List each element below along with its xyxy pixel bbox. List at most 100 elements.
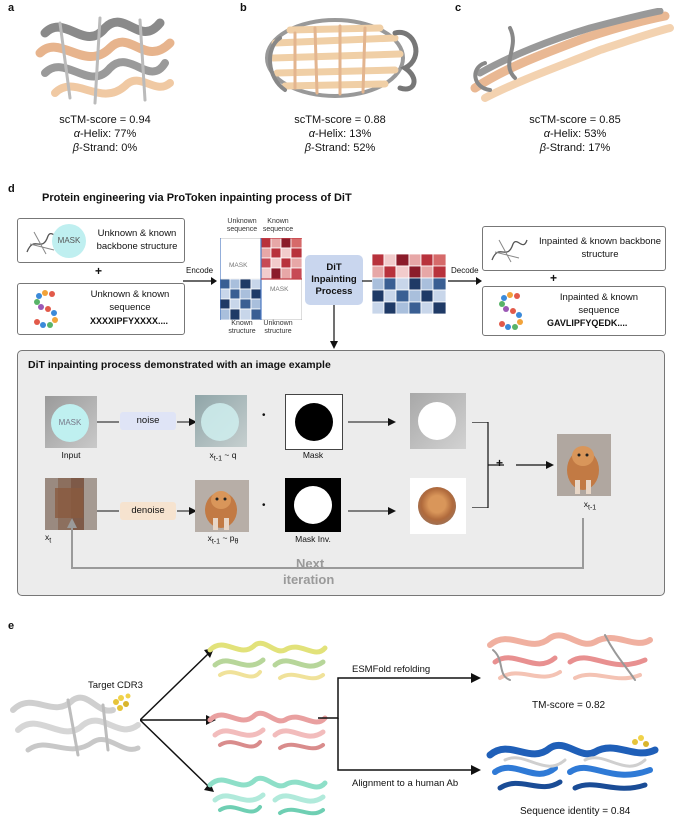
- unknown-sequence-label: Unknown sequence: [226, 218, 258, 233]
- alpha-symbol: α: [73, 128, 81, 140]
- alignment-label: Alignment to a human Ab: [352, 778, 459, 789]
- plus-sign-right: +: [550, 271, 558, 285]
- refolded-structure: [487, 632, 653, 681]
- arrow-row2-icon: [348, 507, 396, 515]
- panel-a-helix: α-Helix: 77%: [45, 127, 165, 141]
- panel-c-strand-text: -Strand: 17%: [546, 142, 611, 154]
- xt-symbol: x: [45, 532, 50, 542]
- white-hole: [418, 402, 456, 440]
- xp-subscript: t-1: [211, 537, 221, 546]
- xp-caption: xt-1 ~ pθ: [188, 533, 258, 546]
- sequence-swirl-icon: [34, 290, 58, 328]
- panel-b-strand-text: -Strand: 52%: [311, 142, 376, 154]
- tm-score-label: TM-score = 0.82: [532, 700, 606, 711]
- panel-b-helix-text: -Helix: 13%: [315, 128, 372, 140]
- denoise-arrows: [97, 507, 197, 515]
- dit-down-arrow-icon: [330, 305, 338, 349]
- panel-b-label: b: [240, 2, 247, 14]
- noise-step: noise: [120, 412, 176, 430]
- output-sequence-text: Inpainted & known sequence: [559, 292, 639, 316]
- input-structure-box: MASK Unknown & known backbone structure: [17, 218, 185, 263]
- dog-image: [195, 480, 249, 532]
- plus-combine: +: [496, 456, 504, 470]
- xq-tail: ~ q: [222, 450, 237, 460]
- panel-c-label: c: [455, 2, 462, 14]
- branch-arrows: [318, 673, 481, 775]
- input-caption: Input: [61, 450, 81, 460]
- panel-a-score: scTM-score = 0.94: [59, 114, 151, 126]
- panel-a-helix-text: -Helix: 77%: [80, 128, 137, 140]
- encode-label: Encode: [186, 266, 214, 275]
- unknown-structure-label: Unknown structure: [263, 320, 293, 335]
- panel-a-strand: β-Strand: 0%: [45, 141, 165, 155]
- known-structure-label: Known structure: [228, 320, 256, 335]
- mask-white-circle: [294, 486, 332, 524]
- decode-label: Decode: [451, 266, 479, 275]
- input-image: MASK: [45, 396, 97, 448]
- denoise-step: denoise: [120, 502, 176, 520]
- aligned-antibody-structure: [486, 735, 659, 791]
- antibody-target-structure: [10, 693, 141, 757]
- arrow-row1-icon: [348, 418, 396, 426]
- panel-d-title: Protein engineering via ProToken inpaint…: [42, 192, 352, 204]
- out-x-subscript: t-1: [587, 503, 597, 512]
- next-iteration-loop: [67, 518, 584, 569]
- mask-circle: MASK: [52, 224, 86, 258]
- design-structure-teal: [207, 775, 328, 816]
- panel-e-label: e: [8, 620, 15, 632]
- mask-image: [285, 394, 343, 450]
- panel-b-strand: β-Strand: 52%: [280, 141, 400, 155]
- noisy-mask-circle: [201, 403, 239, 441]
- input-structure-text: Unknown & known backbone structure: [96, 228, 178, 252]
- out-x-symbol: x: [583, 499, 588, 509]
- xt-subscript: t: [49, 536, 52, 545]
- output-x-caption: xt-1: [570, 499, 610, 512]
- input-mask-circle: MASK: [51, 404, 89, 442]
- xq-caption: xt-1 ~ q: [188, 450, 258, 463]
- panel-c-stats: scTM-score = 0.85 α-Helix: 53% β-Strand:…: [515, 113, 635, 155]
- esmfold-label: ESMFold refolding: [352, 664, 431, 675]
- dit-process-box: DiT Inpainting Process: [305, 255, 363, 305]
- noisy-image: [195, 395, 247, 447]
- dit-side-arrows: [362, 280, 372, 282]
- panel-a-strand-text: -Strand: 0%: [79, 142, 138, 154]
- plus-sign-left: +: [95, 264, 103, 278]
- xt-blob: [55, 488, 83, 518]
- panel-b-score: scTM-score = 0.88: [294, 114, 386, 126]
- output-structure-box: Inpainted & known backbone structure: [482, 226, 666, 271]
- mask-token-upper: MASK: [229, 262, 248, 269]
- noisy-xt-image: [45, 478, 97, 530]
- fan-out-arrows: [140, 648, 216, 792]
- alpha-symbol: α: [543, 128, 551, 140]
- beta-symbol: β: [304, 142, 312, 154]
- xp-symbol: x: [207, 533, 212, 543]
- mask-token-lower: MASK: [270, 286, 289, 293]
- beta-symbol: β: [72, 142, 80, 154]
- mask-inv-caption: Mask Inv.: [295, 534, 331, 544]
- output-token-grid: [372, 254, 446, 314]
- dog-circle-image: [410, 478, 466, 534]
- input-token-grid: [220, 238, 302, 320]
- image-example-title: DiT inpainting process demonstrated with…: [28, 359, 331, 371]
- dog-circle: [418, 487, 456, 525]
- mask-black-circle: [295, 403, 333, 441]
- xt-caption: xt: [45, 532, 75, 545]
- noise-arrows: [97, 418, 197, 426]
- design-structure-yellow: [207, 640, 328, 681]
- input-sequence-text: Unknown & known sequence: [90, 289, 170, 313]
- backbone-sketch-icon: [491, 239, 528, 263]
- decode-arrow-icon: [448, 277, 482, 285]
- combine-bracket: [472, 422, 554, 508]
- xq-symbol: x: [209, 450, 214, 460]
- target-cdr3-label: Target CDR3: [88, 680, 143, 691]
- output-structure-text: Inpainted & known backbone structure: [539, 236, 662, 260]
- next-label: Next: [296, 556, 325, 571]
- panel-a-label: a: [8, 2, 15, 14]
- mask-inverse-image: [285, 478, 341, 532]
- panel-c-strand: β-Strand: 17%: [515, 141, 635, 155]
- protein-structure-a: [35, 16, 175, 105]
- sequence-identity-label: Sequence identity = 0.84: [520, 806, 631, 817]
- output-sequence-box: Inpainted & known sequence GAVLIPFYQEDK.…: [482, 286, 666, 336]
- known-sequence-label: Known sequence: [262, 218, 294, 233]
- theta-subscript: θ: [234, 537, 239, 546]
